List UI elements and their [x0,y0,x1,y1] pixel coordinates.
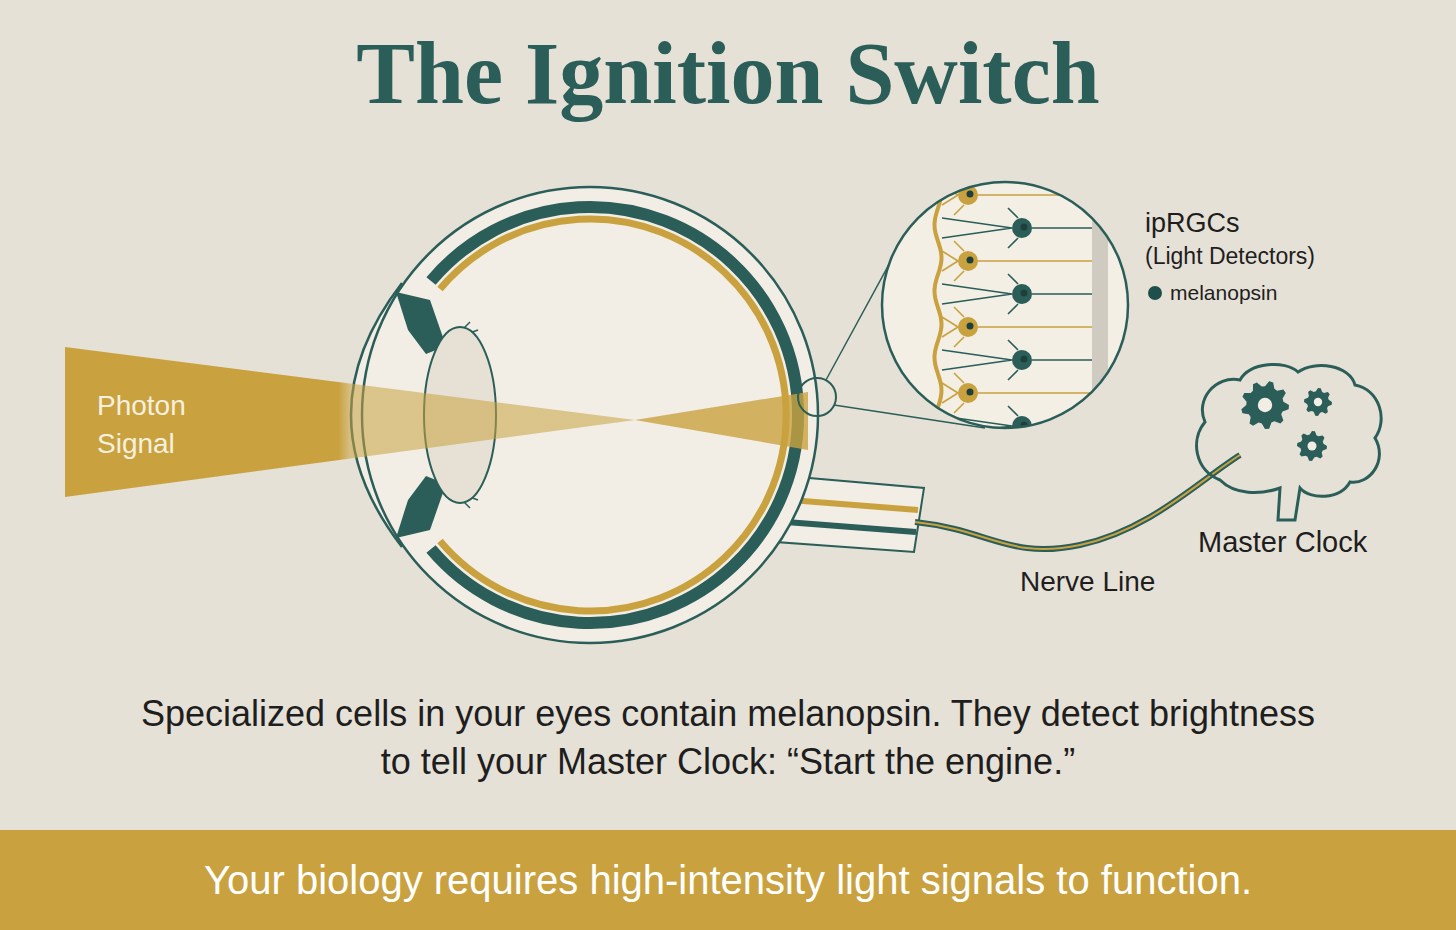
cell-fibre [942,340,1092,380]
master-clock-brain-shape [1190,360,1390,525]
ganglion-cell [942,175,1092,215]
cell-fibre [942,241,1092,281]
ganglion-cell [942,340,1092,380]
node-text: Photon Signal [97,387,207,463]
cell-body [1012,284,1032,304]
cell-fibre [942,373,1092,413]
ganglion-cell [942,406,1092,446]
ganglion-cell [942,373,1092,413]
gear-icon [1297,431,1327,461]
caption: Specialized cells in your eyes contain m… [128,690,1328,786]
optic-nerve-stripe [786,522,916,532]
cell-nucleus [967,323,974,330]
message-band: Your biology requires high-intensity lig… [0,830,1456,930]
ganglion-cell [942,208,1092,248]
legend-text: melanopsin [1170,281,1277,305]
cell-nucleus [967,257,974,264]
ganglion-cell [942,307,1092,347]
ganglion-cell [942,274,1092,314]
inset-ground [882,182,1128,428]
cell-fibre [942,307,1092,347]
photon-beam-shape [65,347,635,497]
node-text: ipRGCs [1145,208,1240,239]
beam-shape [65,347,635,497]
cell-body [958,383,978,403]
cell-fibre [942,406,1092,446]
cell-nucleus [967,389,974,396]
ganglion-cell [942,241,1092,281]
cell-fibre [942,208,1092,248]
node-text: (Light Detectors) [1145,243,1315,270]
retina-inset-shape [880,180,1130,430]
cell-fibre [942,274,1092,314]
optic-nerve-stripe [790,500,918,510]
nerve-line [915,455,1240,549]
focused-beam [635,392,808,450]
cell-body [1012,218,1032,238]
gear-icon [1304,388,1332,416]
legend-entry: melanopsin [1148,281,1277,305]
photoreceptor-layer [935,175,942,441]
cell-body [958,251,978,271]
gear-hole [1258,398,1272,412]
nerve-line-core [915,455,1240,549]
cell-fibre [942,175,1092,215]
title: The Ignition Switch [0,26,1456,123]
gear-hole [1314,398,1322,406]
retina-inset: ipRGCs(Light Detectors) [880,180,1130,430]
gear-icon [1241,381,1289,429]
master-clock-brain: Master Clock [1190,360,1390,525]
cell-nucleus [1021,224,1028,231]
photon-beam: Photon Signal [65,347,635,497]
cell-body [958,317,978,337]
gear-hole [1308,442,1317,451]
cell-nucleus [1021,356,1028,363]
cell-nucleus [967,191,974,198]
cell-nucleus [1021,290,1028,297]
membrane [1092,170,1108,440]
part-label: Nerve Line [1020,566,1155,598]
inset-outline [882,182,1128,428]
brain-outline [1197,364,1382,520]
node-text: Your biology requires high-intensity lig… [0,830,1456,930]
retina-cells [935,170,1108,446]
legend-swatch [1148,286,1162,300]
retina-spot [798,378,836,416]
band-fill [0,830,1456,930]
cell-body [1012,350,1032,370]
node-text: Master Clock [1198,526,1367,559]
